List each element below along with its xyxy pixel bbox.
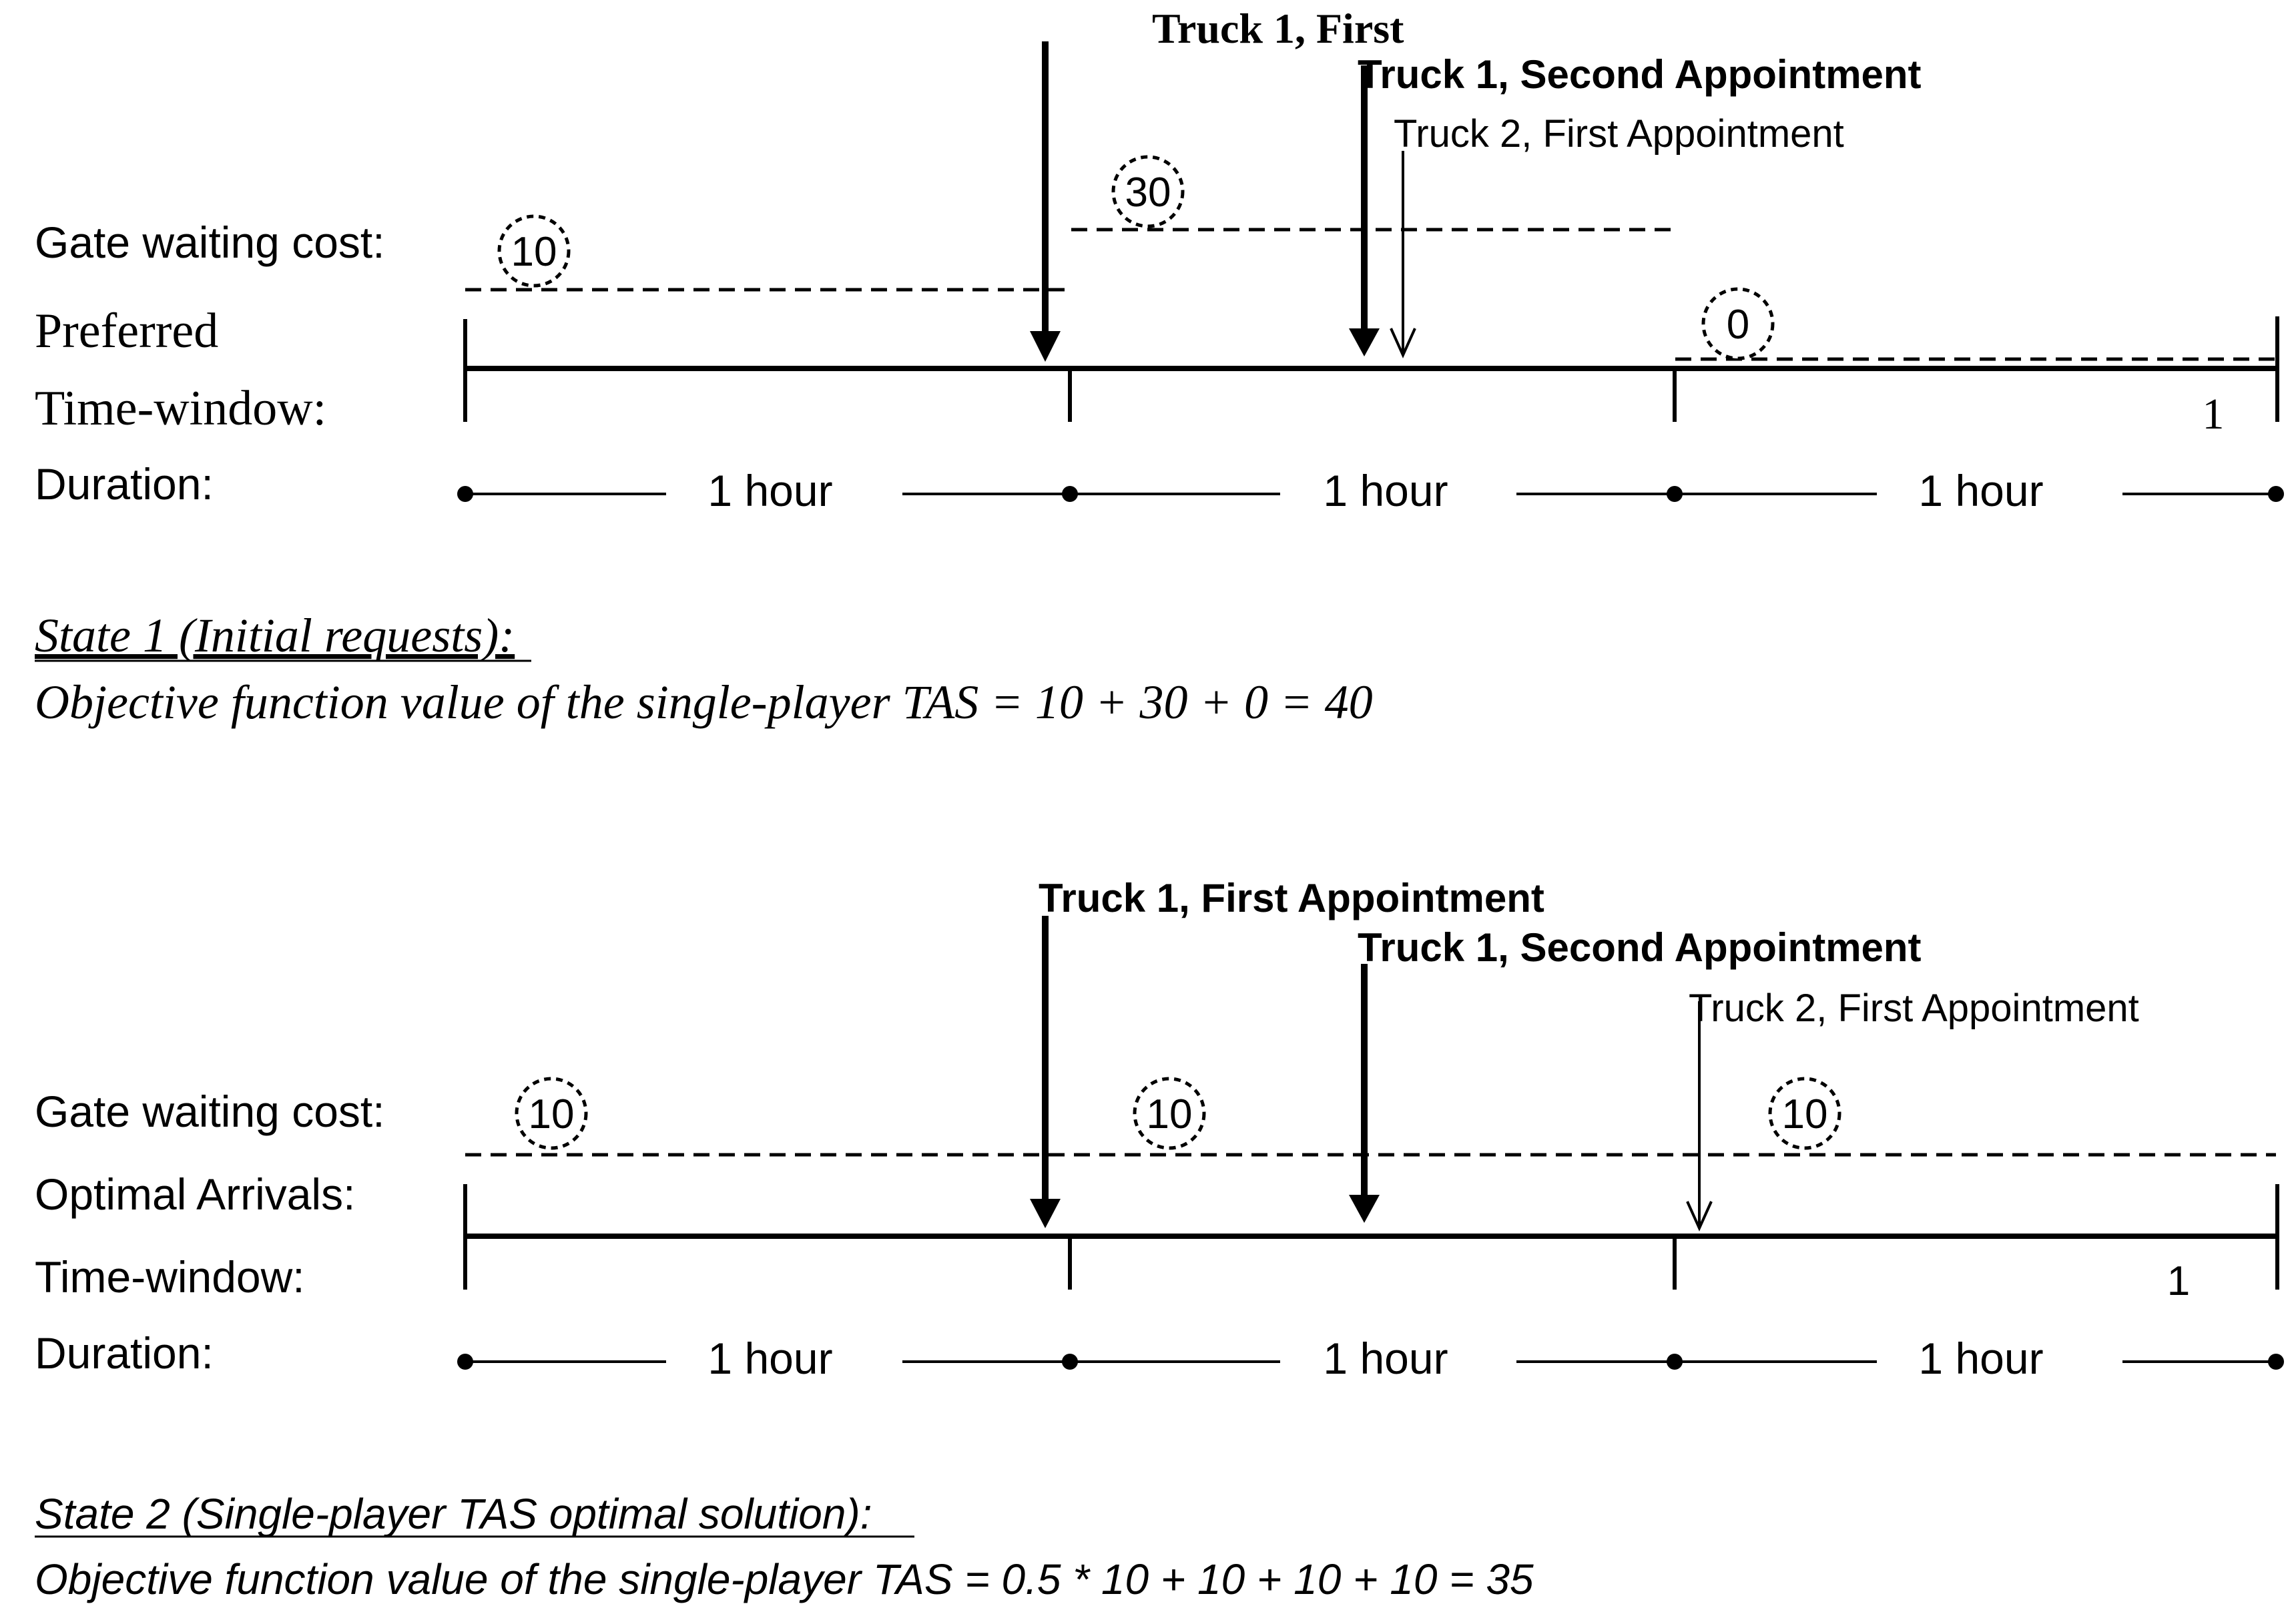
cost-value: 10 <box>511 229 557 275</box>
gate-waiting-cost-label: Gate waiting cost: <box>35 218 385 267</box>
duration-hour-2: 1 hour <box>1323 466 1448 515</box>
diagram-state-2: Gate waiting cost: Optimal Arrivals: Tim… <box>35 876 2284 1603</box>
state-1-title: State 1 (Initial requests): <box>35 609 515 662</box>
time-window-label: Time-window: <box>35 381 326 436</box>
truck-1-first-label: Truck 1, First <box>1152 5 1404 52</box>
cost-value: 30 <box>1125 170 1171 216</box>
truck-2-first-label: Truck 2, First Appointment <box>1394 112 1844 156</box>
cost-value: 0 <box>1727 302 1749 348</box>
duration-label: Duration: <box>35 1328 214 1378</box>
state-2-title: State 2 (Single-player TAS optimal solut… <box>35 1490 872 1538</box>
end-marker-label: 1 <box>2167 1258 2190 1304</box>
preferred-label: Preferred <box>35 304 218 358</box>
cost-value: 10 <box>1147 1091 1193 1137</box>
cost-badge-hour-2: 30 <box>1111 155 1185 228</box>
optimal-arrivals-label: Optimal Arrivals: <box>35 1169 355 1219</box>
duration-row: 1 hour 1 hour 1 hour <box>457 1334 2284 1383</box>
duration-hour-3: 1 hour <box>1918 1334 2043 1383</box>
cost-badge-hour-3: 0 <box>1701 287 1775 360</box>
duration-hour-1: 1 hour <box>707 1334 832 1383</box>
truck-2-first-arrowhead <box>1686 1201 1713 1232</box>
truck-2-first-label: Truck 2, First Appointment <box>1689 987 2139 1030</box>
state-2-formula: Objective function value of the single-p… <box>35 1555 1534 1603</box>
gate-waiting-cost-label: Gate waiting cost: <box>35 1087 385 1136</box>
duration-hour-2: 1 hour <box>1323 1334 1448 1383</box>
truck-2-first-arrowhead <box>1390 328 1416 358</box>
cost-badge-hour-2: 10 <box>1133 1077 1206 1150</box>
truck-1-first-label: Truck 1, First Appointment <box>1039 876 1544 920</box>
duration-hour-1: 1 hour <box>707 466 832 515</box>
duration-hour-3: 1 hour <box>1918 466 2043 515</box>
cost-value: 10 <box>1782 1091 1828 1137</box>
end-marker-label: 1 <box>2203 390 2225 439</box>
cost-value: 10 <box>529 1091 575 1137</box>
cost-badge-hour-3: 10 <box>1768 1077 1841 1150</box>
truck-1-second-label: Truck 1, Second Appointment <box>1358 925 1922 970</box>
truck-1-second-label: Truck 1, Second Appointment <box>1358 52 1922 97</box>
time-window-label: Time-window: <box>35 1252 305 1302</box>
cost-badge-hour-1: 10 <box>515 1077 588 1150</box>
state-1-formula: Objective function value of the single-p… <box>35 676 1373 729</box>
truck-1-second-arrowhead <box>1349 328 1380 356</box>
diagram-state-1: Gate waiting cost: Preferred Time-window… <box>35 5 2284 729</box>
cost-badge-hour-1: 10 <box>497 214 571 288</box>
duration-label: Duration: <box>35 459 214 509</box>
duration-row: 1 hour 1 hour 1 hour <box>457 466 2284 515</box>
truck-1-first-arrowhead <box>1030 331 1061 362</box>
truck-1-second-arrowhead <box>1349 1195 1380 1223</box>
truck-1-first-arrowhead <box>1030 1199 1061 1228</box>
